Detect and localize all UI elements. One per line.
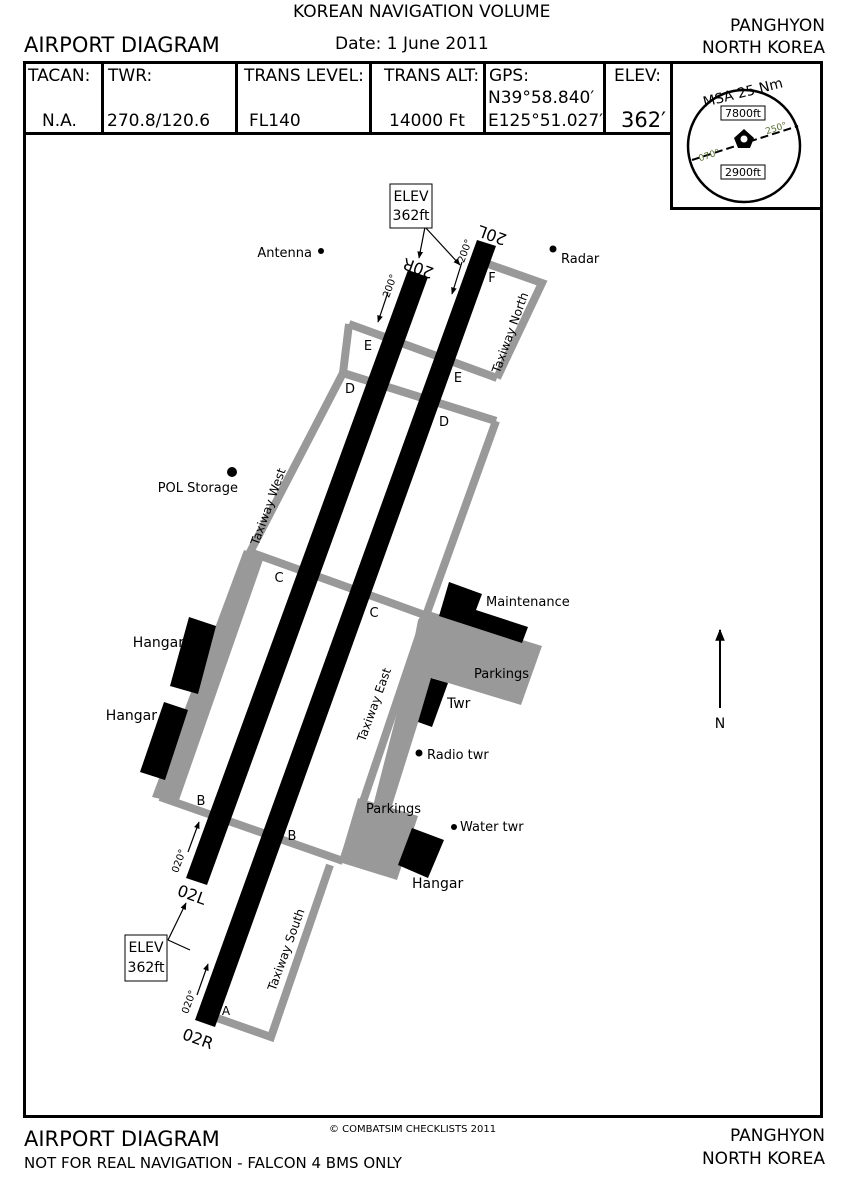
trans-alt-label: TRANS ALT: [384, 66, 480, 86]
chart-date: Date: 1 June 2011 [335, 34, 489, 54]
elev-box-bottom-line1: ELEV [128, 940, 163, 956]
taxiway-west-label: Taxiway West [248, 466, 289, 548]
divider [483, 61, 486, 135]
west-apron [152, 550, 264, 803]
divider [235, 61, 238, 135]
elev-value: 362′ [621, 108, 666, 132]
pol-storage-label: POL Storage [158, 481, 238, 496]
gps-label: GPS: [489, 66, 529, 86]
hangar-west-2-label: Hangar [106, 708, 157, 724]
footer-disclaimer: NOT FOR REAL NAVIGATION - FALCON 4 BMS O… [24, 1154, 402, 1172]
taxiway-E [347, 320, 499, 382]
elev-box-bottom-line2: 362ft [128, 960, 165, 976]
taxiway-north-label: Taxiway North [489, 290, 531, 375]
tower-label: Twr [446, 696, 471, 712]
elev-box-top-line1: ELEV [393, 189, 428, 205]
taxiway-letter-A: A [222, 1004, 231, 1018]
footer-airport: PANGHYON [729, 1126, 825, 1146]
parking-south [339, 798, 418, 880]
divider [369, 61, 372, 135]
diagram-frame [23, 61, 823, 1118]
hangar-west-1 [170, 617, 216, 694]
taxiway-letter-D-west: D [345, 382, 355, 397]
taxiway-letter-D-east: D [439, 415, 449, 430]
elev-label: ELEV: [614, 66, 661, 86]
hangar-south [398, 828, 444, 878]
antenna-label: Antenna [257, 246, 312, 261]
parkings-south-label: Parkings [366, 802, 421, 817]
radio-twr-dot [415, 749, 423, 757]
runway-20L-02R [195, 240, 496, 1027]
runway-label-02R: 02R [180, 1025, 216, 1054]
trans-level-value: FL140 [249, 111, 301, 131]
gps-latitude: N39°58.840′ [488, 88, 595, 108]
parking-main [372, 610, 542, 812]
elev-box-top-line2: 362ft [393, 208, 430, 224]
tacan-value: N.A. [42, 111, 77, 131]
msa-box [670, 61, 823, 210]
maintenance-label: Maintenance [486, 595, 570, 610]
msa-bearing-left: 070° [698, 148, 722, 164]
radio-twr-label: Radio twr [427, 748, 489, 763]
footer-title: AIRPORT DIAGRAM [24, 1127, 220, 1151]
buildings [140, 582, 528, 878]
taxiways [158, 260, 548, 1043]
page-title: AIRPORT DIAGRAM [24, 33, 220, 57]
north-label: N [715, 716, 725, 732]
hangar-west-2 [140, 702, 188, 780]
maintenance-building [439, 582, 528, 643]
msa-circle [686, 88, 802, 204]
footer-country: NORTH KOREA [701, 1149, 825, 1169]
taxiway-south [198, 863, 334, 1043]
heading-02R: 020° [180, 989, 199, 1015]
msa-upper-alt: 7800ft [725, 107, 762, 120]
taxiway-west [244, 371, 347, 558]
taxiway-east-upper [420, 419, 500, 623]
taxiway-letter-C-west: C [274, 571, 283, 586]
hangar-west-1-label: Hangar [133, 635, 184, 651]
water-twr-label: Water twr [460, 820, 524, 835]
taxiway-C [248, 548, 432, 621]
runway-label-02L: 02L [175, 881, 209, 909]
taxiway-letter-C-east: C [369, 606, 378, 621]
trans-level-label: TRANS LEVEL: [244, 66, 364, 86]
radar-label: Radar [561, 252, 600, 267]
runway-20R-02L [186, 270, 428, 885]
pol-dot [227, 467, 237, 477]
taxiway-letter-F: F [488, 271, 495, 286]
volume-title: KOREAN NAVIGATION VOLUME [293, 2, 551, 22]
elev-box-bottom [124, 934, 168, 982]
msa-title: MSA 25 Nm [701, 75, 784, 110]
twr-label: TWR: [108, 66, 153, 86]
airport-name: PANGHYON [729, 16, 825, 36]
taxiway-letter-E-west: E [364, 339, 372, 354]
divider [603, 61, 606, 135]
twr-value: 270.8/120.6 [107, 111, 211, 131]
msa-bearing-right: 250° [765, 121, 789, 137]
divider [101, 61, 104, 135]
heading-02L: 020° [170, 848, 189, 874]
parkings-main-label: Parkings [474, 667, 529, 682]
taxiway-letter-B-east: B [288, 829, 297, 844]
taxiway-letter-B-west: B [197, 794, 206, 809]
taxiway-north-loop [486, 260, 548, 380]
antenna-dot [318, 248, 324, 254]
footer-copyright: © COMBATSIM CHECKLISTS 2011 [329, 1124, 497, 1135]
water-twr-dot [451, 824, 457, 830]
hangar-south-label: Hangar [412, 876, 463, 892]
heading-20R: 200° [381, 273, 400, 299]
trans-alt-value: 14000 Ft [389, 111, 465, 131]
radar-dot [549, 245, 557, 253]
tower-building [418, 678, 448, 727]
taxiway-B [158, 793, 345, 865]
tacan-label: TACAN: [28, 66, 91, 86]
runways [186, 240, 496, 1027]
airport-country: NORTH KOREA [701, 38, 825, 58]
elev-box-top [389, 183, 433, 229]
taxiway-letter-E-east: E [454, 371, 462, 386]
gps-longitude: E125°51.027′ [488, 111, 604, 131]
msa-lower-alt: 2900ft [725, 166, 762, 179]
info-row [23, 61, 673, 135]
